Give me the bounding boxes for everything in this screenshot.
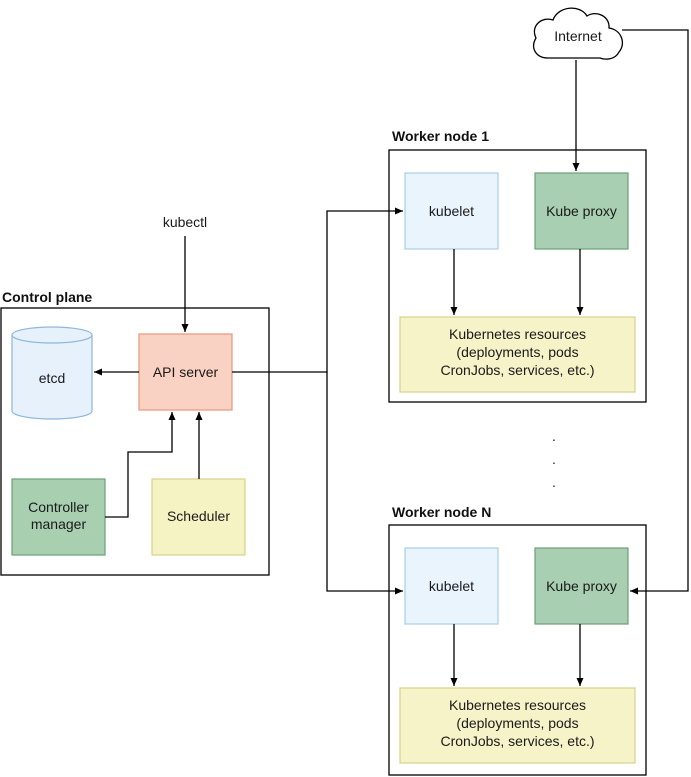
ellipsis-dot: . xyxy=(552,428,556,444)
internet-label: Internet xyxy=(554,28,602,44)
vertical-ellipsis: . . . xyxy=(552,428,556,490)
etcd-database: etcd xyxy=(11,326,93,420)
worker-node-n-kubelet-box xyxy=(404,547,499,625)
worker-node-n-title: Worker node N xyxy=(392,504,491,520)
cloud-icon xyxy=(533,7,623,60)
etcd-cylinder-top xyxy=(11,326,93,344)
etcd-cylinder-body xyxy=(11,335,93,420)
worker-node-n-kube-proxy-box xyxy=(534,547,629,625)
worker-node-n-resources-line3: CronJobs, services, etc.) xyxy=(440,733,594,749)
worker-node-n-box xyxy=(388,524,647,776)
arrow-internet-to-kube-proxy-n xyxy=(622,29,689,595)
kubectl-label: kubectl xyxy=(163,214,207,230)
scheduler-label: Scheduler xyxy=(167,508,230,524)
arrow-api-server-to-kubelet-n xyxy=(326,372,403,595)
worker-node-1-box xyxy=(388,149,647,403)
worker-node-n: Worker node N kubelet Kube proxy Kuberne… xyxy=(388,504,647,776)
worker-node-n-resources-line2: (deployments, pods xyxy=(456,715,578,731)
worker-node-n-kubelet-label: kubelet xyxy=(429,578,474,594)
connectors xyxy=(94,29,689,686)
worker-node-n-resources-line1: Kubernetes resources xyxy=(449,697,586,713)
control-plane-title: Control plane xyxy=(2,289,92,305)
worker-node-1-resources-box xyxy=(399,316,636,393)
ellipsis-dot: . xyxy=(552,451,556,467)
worker-node-1-resources-line3: CronJobs, services, etc.) xyxy=(440,362,594,378)
arrow-api-server-to-kubelet-1 xyxy=(232,207,403,373)
internet-cloud: Internet xyxy=(533,7,623,60)
api-server-box xyxy=(138,333,233,411)
control-plane-box xyxy=(0,307,270,576)
worker-node-n-kube-proxy-label: Kube proxy xyxy=(546,578,617,594)
controller-manager: Controller manager xyxy=(11,478,106,556)
api-server-label: API server xyxy=(153,364,219,380)
api-server: API server xyxy=(138,333,233,411)
arrow-controller-manager-to-api-server xyxy=(105,412,176,518)
etcd-label: etcd xyxy=(39,370,65,386)
worker-node-1-kubelet-label: kubelet xyxy=(429,203,474,219)
controller-manager-box xyxy=(11,478,106,556)
worker-node-n-resources-box xyxy=(399,687,636,764)
worker-node-1-resources-line1: Kubernetes resources xyxy=(449,326,586,342)
worker-node-1: Worker node 1 kubelet Kube proxy Kuberne… xyxy=(388,128,647,403)
worker-node-1-resources-line2: (deployments, pods xyxy=(456,344,578,360)
control-plane: Control plane etcd API server Controller… xyxy=(0,289,270,576)
worker-node-1-kube-proxy-label: Kube proxy xyxy=(546,203,617,219)
controller-manager-label-line1: Controller xyxy=(28,499,89,515)
worker-node-1-kube-proxy-box xyxy=(534,172,629,250)
worker-node-1-kubelet-box xyxy=(404,172,499,250)
ellipsis-dot: . xyxy=(552,474,556,490)
controller-manager-label-line2: manager xyxy=(31,516,87,532)
scheduler-box xyxy=(151,478,246,556)
worker-node-1-title: Worker node 1 xyxy=(392,128,489,144)
scheduler: Scheduler xyxy=(151,478,246,556)
